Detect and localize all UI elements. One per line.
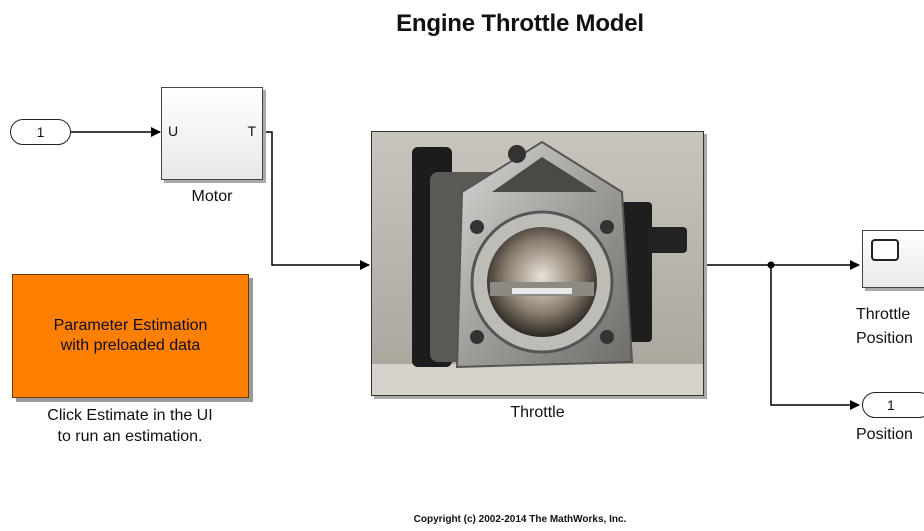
outport-label: Position bbox=[856, 426, 913, 443]
throttle-position-scope[interactable] bbox=[862, 230, 924, 288]
motor-label: Motor bbox=[191, 188, 233, 205]
diagram-title: Engine Throttle Model bbox=[396, 10, 644, 37]
scope-label-line-2: Position bbox=[856, 330, 913, 347]
inport-block[interactable]: 1 bbox=[10, 119, 71, 145]
scope-icon bbox=[871, 239, 899, 261]
parameter-estimation-button[interactable]: Parameter Estimation with preloaded data bbox=[12, 274, 249, 398]
scope-label-line-1: Throttle bbox=[856, 306, 911, 323]
motor-block[interactable]: U T bbox=[161, 87, 263, 180]
throttle-body-image bbox=[372, 132, 703, 395]
outport-number: 1 bbox=[887, 397, 895, 413]
throttle-label: Throttle bbox=[510, 404, 565, 421]
branch-point bbox=[767, 261, 775, 269]
estimate-line-1: Parameter Estimation bbox=[53, 317, 208, 334]
estimate-line-2: with preloaded data bbox=[60, 337, 201, 354]
motor-output-port-label: T bbox=[247, 123, 256, 139]
estimate-note-line-1: Click Estimate in the UI bbox=[47, 407, 213, 424]
scope-label: Throttle Position bbox=[856, 303, 913, 351]
line-branch-to-outport bbox=[770, 265, 860, 410]
motor-input-port-label: U bbox=[168, 123, 179, 139]
line-motor-to-throttle bbox=[263, 131, 370, 270]
estimate-note-line-2: to run an estimation. bbox=[57, 428, 203, 445]
outport-block[interactable]: 1 bbox=[862, 392, 924, 418]
estimate-note: Click Estimate in the UI to run an estim… bbox=[0, 405, 260, 447]
copyright-text: Copyright (c) 2002-2014 The MathWorks, I… bbox=[413, 514, 627, 525]
throttle-block[interactable] bbox=[371, 131, 704, 396]
inport-number: 1 bbox=[36, 124, 45, 140]
